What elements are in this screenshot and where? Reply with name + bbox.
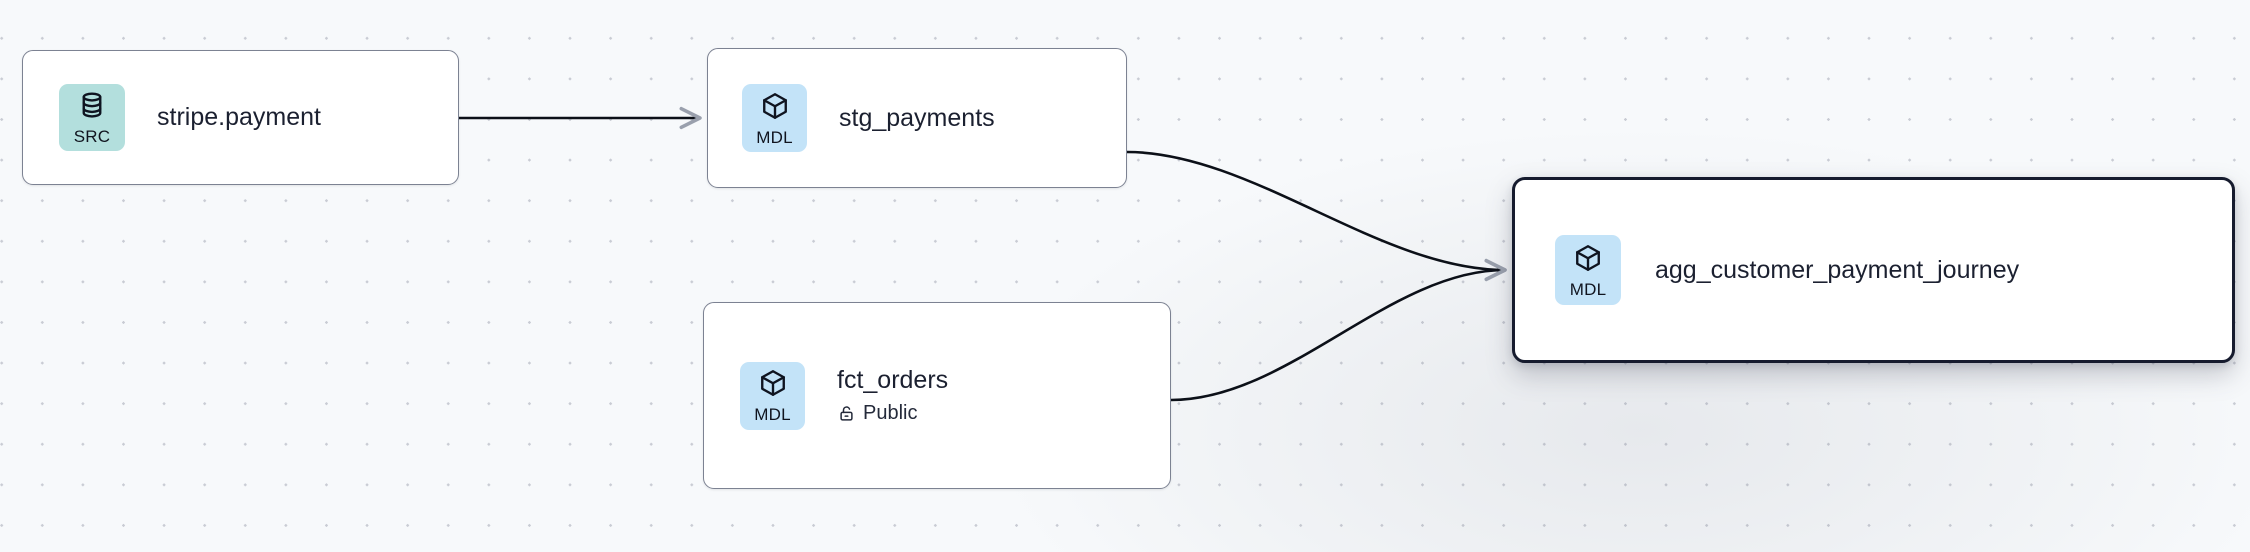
node-body: stg_payments bbox=[839, 104, 995, 133]
node-type-badge-mdl: MDL bbox=[1555, 235, 1621, 305]
node-type-badge-label: MDL bbox=[754, 405, 791, 424]
node-type-badge-label: MDL bbox=[1569, 279, 1607, 299]
node-body: agg_customer_payment_journey bbox=[1655, 256, 2019, 285]
node-type-badge-src: SRC bbox=[59, 84, 125, 151]
node-body: stripe.payment bbox=[157, 103, 321, 132]
lineage-node-agg-customer-payment-journey[interactable]: MDL agg_customer_payment_journey bbox=[1512, 177, 2235, 363]
node-visibility: Public bbox=[837, 402, 948, 425]
lineage-node-stripe-payment[interactable]: SRC stripe.payment bbox=[22, 50, 459, 185]
cube-icon bbox=[760, 91, 790, 126]
node-type-badge-mdl: MDL bbox=[742, 84, 807, 152]
unlock-icon bbox=[837, 404, 856, 423]
database-icon bbox=[77, 90, 107, 125]
lineage-node-stg-payments[interactable]: MDL stg_payments bbox=[707, 48, 1127, 188]
edge-stg-payments-to-agg-customer-payment-journey[interactable] bbox=[1126, 150, 1507, 282]
node-title: agg_customer_payment_journey bbox=[1655, 255, 2020, 284]
node-type-badge-mdl: MDL bbox=[740, 361, 805, 430]
cube-icon bbox=[1573, 243, 1603, 278]
lineage-node-fct-orders[interactable]: MDL fct_orders Public bbox=[703, 302, 1171, 489]
node-visibility-label: Public bbox=[863, 401, 918, 424]
node-title: stg_payments bbox=[839, 103, 995, 132]
node-body: fct_orders Public bbox=[837, 366, 948, 425]
edge-fct-orders-to-agg-customer-payment-journey[interactable] bbox=[1170, 258, 1507, 402]
node-type-badge-label: SRC bbox=[73, 127, 111, 146]
cube-icon bbox=[758, 368, 788, 403]
node-title: fct_orders bbox=[837, 366, 949, 395]
node-type-badge-label: MDL bbox=[756, 127, 793, 147]
node-title: stripe.payment bbox=[157, 103, 321, 132]
